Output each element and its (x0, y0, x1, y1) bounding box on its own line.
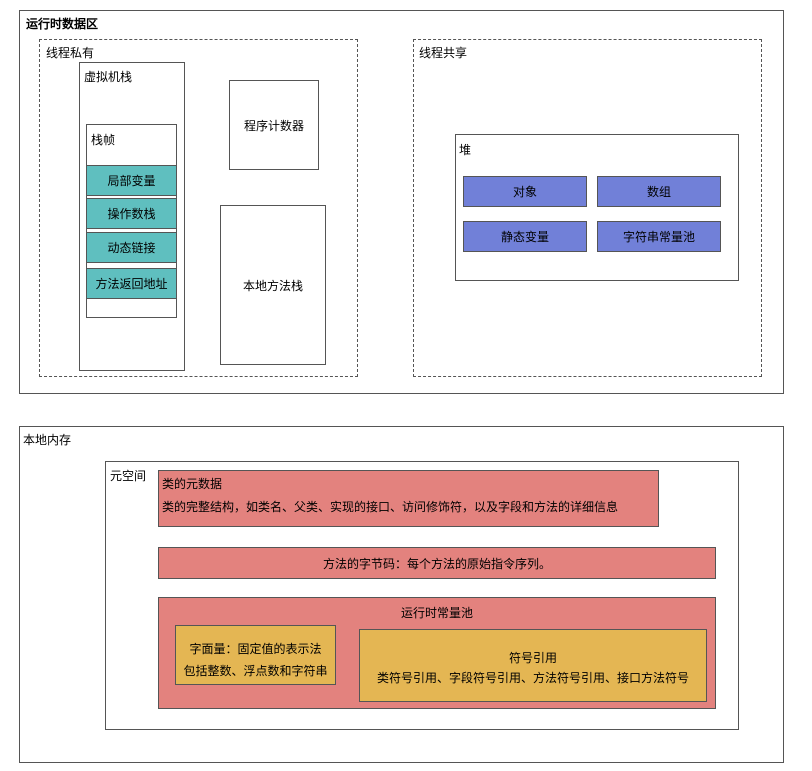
symbolic-reference-title: 符号引用 (508, 651, 557, 665)
literal-line2: 包括整数、浮点数和字符串 (183, 664, 328, 678)
native-method-stack: 本地方法栈 (220, 205, 326, 365)
heap-item-string-constant-pool: 字符串常量池 (597, 221, 721, 252)
metaspace-title: 元空间 (110, 469, 147, 483)
native-memory-title: 本地内存 (23, 433, 72, 447)
heap-item-static-variables: 静态变量 (463, 221, 587, 252)
heap-item-arrays: 数组 (597, 176, 721, 207)
stack-frame-title: 栈帧 (91, 133, 116, 147)
frame-item-local-variables: 局部变量 (86, 165, 177, 196)
method-bytecode: 方法的字节码：每个方法的原始指令序列。 (158, 547, 716, 579)
runtime-data-area-title: 运行时数据区 (26, 17, 99, 31)
thread-shared-title: 线程共享 (419, 46, 468, 60)
heap-item-objects: 对象 (463, 176, 587, 207)
literal (175, 625, 336, 685)
heap-title: 堆 (459, 143, 472, 157)
heap (455, 134, 739, 281)
program-counter: 程序计数器 (229, 80, 319, 170)
symbolic-reference (359, 629, 707, 702)
literal-line1: 字面量：固定值的表示法 (189, 642, 322, 656)
class-metadata (158, 470, 659, 527)
frame-item-operand-stack: 操作数栈 (86, 198, 177, 229)
symbolic-reference-description: 类符号引用、字段符号引用、方法符号引用、接口方法符号 (376, 671, 689, 685)
thread-private-title: 线程私有 (46, 46, 95, 60)
frame-item-dynamic-linking: 动态链接 (86, 232, 177, 263)
class-metadata-description: 类的完整结构，如类名、父类、实现的接口、访问修饰符，以及字段和方法的详细信息 (162, 500, 619, 514)
class-metadata-title: 类的元数据 (162, 477, 223, 491)
runtime-constant-pool-title: 运行时常量池 (400, 606, 473, 620)
frame-item-return-address: 方法返回地址 (86, 268, 177, 299)
vm-stack-title: 虚拟机栈 (84, 70, 133, 84)
